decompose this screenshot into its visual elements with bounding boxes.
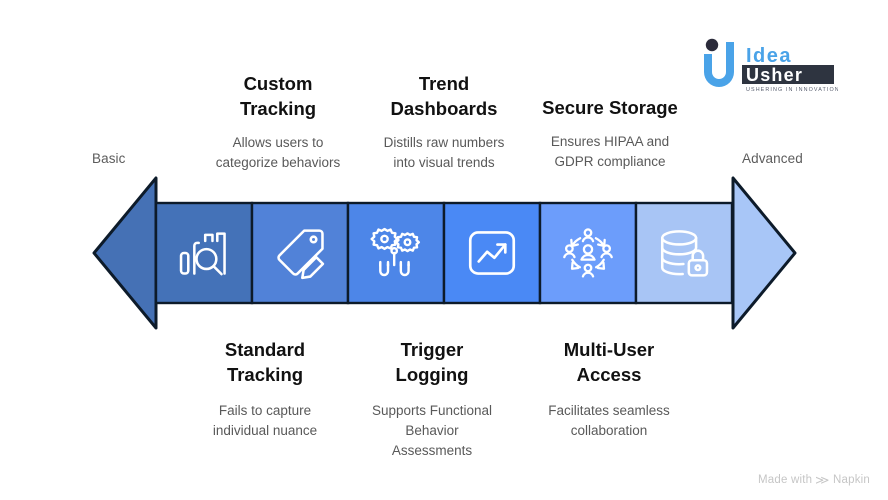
- svg-text:USHERING IN INNOVATION: USHERING IN INNOVATION: [746, 87, 838, 93]
- svg-text:Usher: Usher: [746, 65, 803, 85]
- callout-custom-tracking: Custom Tracking Allows users to categori…: [188, 71, 368, 173]
- svg-text:Idea: Idea: [746, 45, 792, 67]
- callout-trend-dashboards: Trend Dashboards Distills raw numbers in…: [355, 71, 533, 173]
- trend-chart-icon: [463, 224, 521, 282]
- callout-description: Supports Functional Behavior Assessments: [371, 403, 493, 458]
- callout-trigger-logging: Trigger Logging Supports Functional Beha…: [343, 337, 521, 461]
- callout-description: Distills raw numbers into visual trends: [383, 135, 505, 170]
- tag-edit-icon: [271, 224, 329, 282]
- callout-description: Ensures HIPAA and GDPR compliance: [550, 134, 670, 169]
- database-lock-icon: [655, 224, 713, 282]
- brand-logo: Idea Usher USHERING IN INNOVATION: [698, 36, 838, 94]
- callout-description: Allows users to categorize behaviors: [215, 135, 341, 170]
- segment-icon-1: [251, 205, 348, 301]
- callout-title: Trend Dashboards: [390, 73, 498, 119]
- chart-search-icon: [175, 224, 233, 282]
- scale-label-advanced: Advanced: [742, 151, 803, 166]
- segment-icon-4: [539, 205, 636, 301]
- callout-description: Facilitates seamless collaboration: [548, 403, 670, 438]
- segment-icon-5: [635, 205, 732, 301]
- segment-icon-3: [443, 205, 540, 301]
- segment-icon-0: [155, 205, 252, 301]
- users-network-icon: [559, 224, 617, 282]
- callout-title: Custom Tracking: [239, 73, 317, 119]
- callout-multi-user-access: Multi-User Access Facilitates seamless c…: [519, 337, 699, 441]
- napkin-logo-icon: ≫: [815, 473, 830, 487]
- callout-description: Fails to capture individual nuance: [212, 403, 318, 438]
- scale-label-basic: Basic: [92, 151, 126, 166]
- watermark-brand: Napkin: [833, 474, 870, 486]
- callout-title: Standard Tracking: [224, 339, 306, 385]
- callout-title: Multi-User Access: [563, 339, 655, 385]
- callout-secure-storage: Secure Storage Ensures HIPAA and GDPR co…: [519, 95, 701, 172]
- callout-title: Trigger Logging: [395, 339, 469, 385]
- callout-standard-tracking: Standard Tracking Fails to capture indiv…: [176, 337, 354, 441]
- callout-title: Secure Storage: [542, 97, 678, 118]
- watermark-prefix: Made with: [758, 474, 813, 486]
- napkin-watermark: Made with ≫ Napkin: [758, 474, 870, 486]
- gears-sliders-icon: [367, 224, 425, 282]
- segment-icon-2: [347, 205, 444, 301]
